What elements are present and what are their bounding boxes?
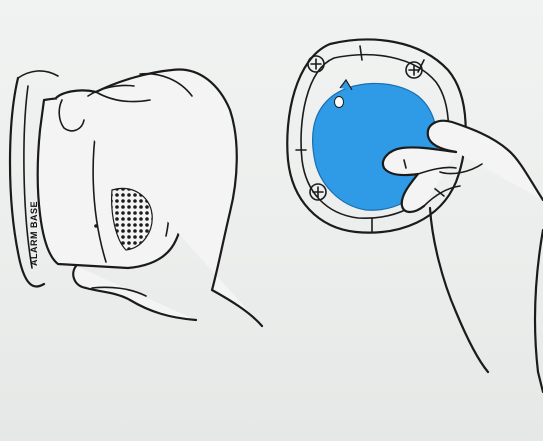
screw-hole xyxy=(310,184,326,200)
screw-hole xyxy=(308,56,324,72)
screw-hole xyxy=(406,62,422,78)
device-label: ALARM BASE xyxy=(29,201,39,266)
